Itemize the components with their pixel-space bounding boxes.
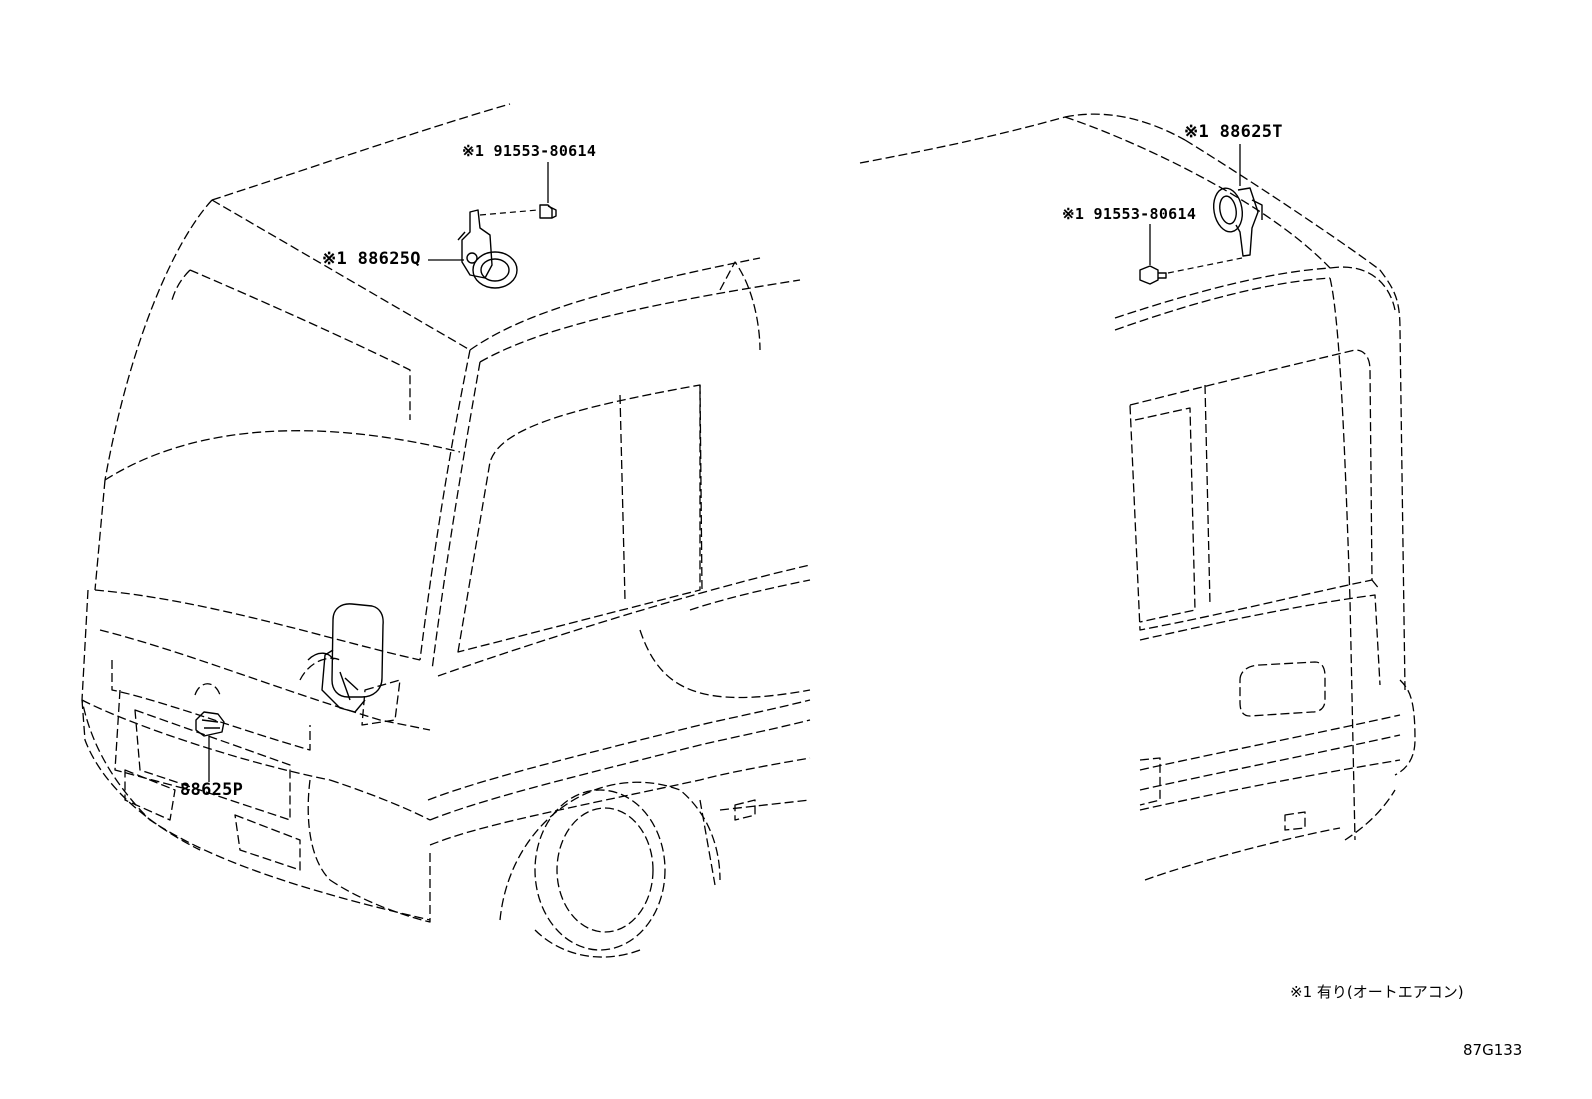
label-part-88625t: ※1 88625T (1184, 122, 1283, 142)
screw-rear-drawing (1139, 265, 1167, 285)
screw-front-drawing (539, 204, 557, 219)
sensor-88625p-drawing (195, 711, 225, 737)
sensor-88625q-drawing (457, 209, 518, 289)
footnote: ※1 有り(オートエアコン) (1290, 983, 1464, 1001)
rear-bus-outline (859, 113, 1416, 881)
label-screw-rear: ※1 91553-80614 (1062, 205, 1197, 223)
sensor-88625t-drawing (1212, 187, 1263, 257)
front-bus-outline (81, 103, 811, 958)
label-part-88625q: ※1 88625Q (322, 249, 421, 269)
front-screw-dashed-leader (479, 209, 539, 216)
label-screw-front: ※1 91553-80614 (462, 142, 597, 160)
label-part-88625p: 88625P (180, 780, 244, 800)
rear-screw-dashed-leader (1167, 257, 1243, 274)
figure-code: 87G133 (1463, 1041, 1523, 1059)
